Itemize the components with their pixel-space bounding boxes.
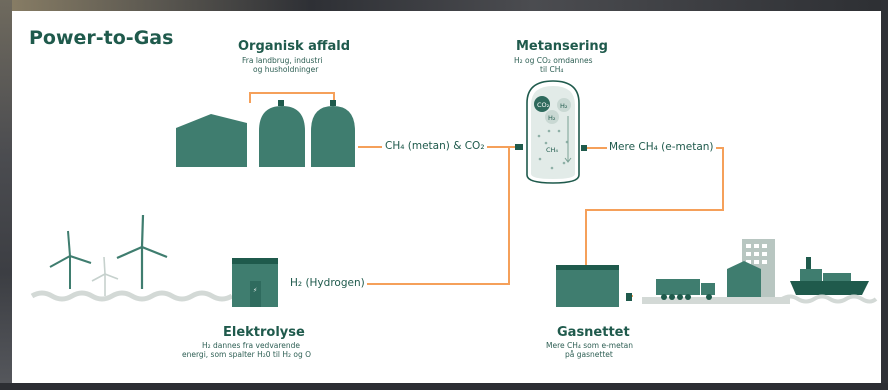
methanation-tank: CO₂ H₂ H₂ CH₄ — [526, 80, 580, 184]
electrolysis-title: Elektrolyse — [223, 325, 305, 340]
organic-sub-1: Fra landbrug, industri — [242, 56, 323, 65]
wind-turbine-icon — [49, 230, 92, 289]
methanation-sub-1: H₂ og CO₂ omdannes — [514, 56, 593, 65]
flow-label-e-metan: Mere CH₄ (e-metan) — [607, 141, 716, 153]
tank-label-h2-a: H₂ — [560, 102, 568, 110]
diagram-panel: CO₂ H₂ H₂ CH₄ — [12, 11, 881, 383]
tank-label-h2-b: H₂ — [548, 114, 556, 122]
diagram-graphics: CO₂ H₂ H₂ CH₄ — [30, 80, 878, 307]
barn — [176, 114, 247, 167]
gas-grid-station — [556, 265, 619, 307]
wind-turbine-icon — [116, 214, 168, 289]
pipe-gas-top — [249, 92, 335, 103]
gasgrid-title: Gasnettet — [557, 325, 630, 340]
background-bottom — [0, 383, 888, 390]
background-top — [0, 0, 888, 12]
page-title: Power-to-Gas — [29, 27, 174, 49]
digester-2 — [311, 106, 355, 167]
background-right — [881, 0, 888, 390]
truck-icon — [656, 279, 715, 300]
flow-label-methane-co2: CH₄ (metan) & CO₂ — [383, 140, 487, 152]
methanation-title: Metansering — [516, 39, 608, 54]
wind-turbines — [30, 214, 234, 302]
gasgrid-sub-1: Mere CH₄ som e-metan — [546, 341, 633, 350]
electrolysis-sub-2: energi, som spalter H₂0 til H₂ og O — [182, 350, 312, 359]
wind-turbine-icon — [91, 256, 119, 296]
tank-label-ch4: CH₄ — [546, 146, 558, 154]
digester-1 — [259, 106, 305, 167]
pipe-e-metan-down — [585, 147, 724, 273]
biogas-plant — [176, 106, 355, 167]
organic-title: Organisk affald — [238, 39, 350, 54]
svg-text:⚡: ⚡ — [253, 287, 257, 294]
building-icon: ⚡ — [232, 258, 278, 307]
tank-label-co2: CO₂ — [537, 101, 550, 109]
pipes — [249, 92, 724, 297]
factory-icon — [727, 239, 775, 297]
organic-sub-2: og husholdninger — [253, 65, 319, 74]
consumers — [642, 239, 878, 304]
pipe-hydrogen — [362, 147, 510, 285]
ship-icon — [780, 257, 878, 304]
gasgrid-sub-2: på gasnettet — [565, 350, 613, 359]
electrolysis-sub-1: H₂ dannes fra vedvarende — [202, 341, 301, 350]
background-left — [0, 0, 12, 390]
methanation-sub-2: til CH₄ — [540, 65, 564, 74]
flow-label-hydrogen: H₂ (Hydrogen) — [288, 277, 367, 289]
